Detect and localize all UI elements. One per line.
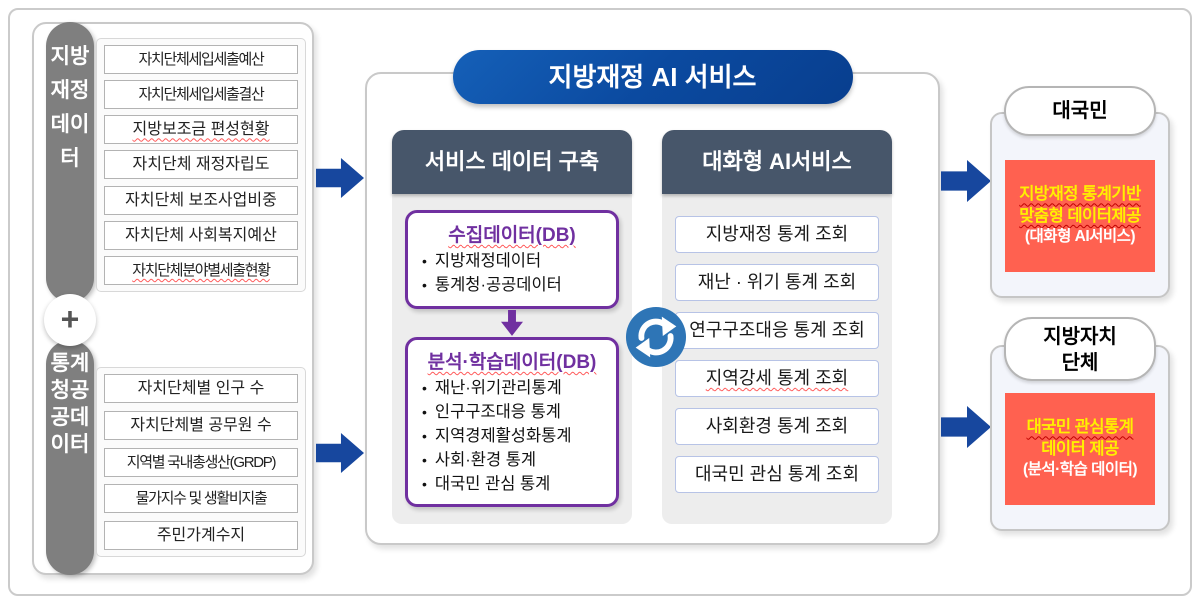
list-item: 자치단체분야별세출현황	[104, 255, 298, 285]
bullet-text: 지방재정데이터	[434, 252, 542, 270]
list-item: 지방보조금 편성현황	[104, 115, 298, 145]
local-gov-card: 지방자치 단체 대국민 관심통계 데이터 제공 (분석·학습 데이터)	[990, 317, 1170, 531]
pill-line: 지방자치	[1043, 326, 1117, 348]
highlight-line: (분석·학습 데이터)	[1022, 461, 1138, 479]
pill-line: 단체	[1061, 352, 1099, 374]
column-header-service-data: 서비스 데이터 구축	[392, 130, 632, 194]
ai-query-item: 지방재정 통계 조회	[675, 216, 879, 253]
bullet-item: 통계청·공공데이터	[416, 274, 608, 298]
data-sources-panel: 지방재정데이터 + 통계청공공데이터 자치단체세입세출예산 자치단체세입세출결산…	[32, 22, 314, 575]
bullet-item: 인구구조대응 통계	[416, 401, 608, 425]
analysis-data-box: 분석·학습데이터(DB) 재난·위기관리통계 인구구조대응 통계 지역경제활성화…	[405, 336, 619, 508]
bullet-text: 통계청·공공데이터	[434, 275, 562, 294]
public-highlight-box: 지방재정 통계기반 맞춤형 데이터제공 (대화형 AI서비스)	[1005, 160, 1155, 272]
public-data-list: 자치단체별 인구 수 자치단체별 공무원 수 지역별 국내총생산(GRDP) 물…	[96, 367, 306, 557]
list-item: 물가지수 및 생활비지출	[104, 484, 298, 514]
outer-frame	[8, 8, 1192, 596]
bullet-text: 사회·환경 통계	[434, 450, 537, 469]
page-title: 지방재정 AI 서비스	[452, 50, 853, 104]
bullet-item: 지방재정데이터	[416, 250, 608, 274]
ai-query-item: 재난 · 위기 통계 조회	[675, 264, 879, 301]
list-item: 자치단체별 인구 수	[104, 374, 298, 403]
collected-data-box: 수집데이터(DB) 지방재정데이터 통계청·공공데이터	[405, 210, 619, 309]
list-item: 자치단체 재정자립도	[104, 150, 298, 180]
ai-service-panel: 지방재정 AI 서비스 서비스 데이터 구축 수집데이터(DB) 지방재정데이터…	[365, 50, 940, 545]
bullet-text: 지역경제활성화통계	[434, 426, 572, 445]
bullet-item: 사회·환경 통계	[416, 449, 608, 473]
db-flow	[405, 309, 619, 337]
finance-data-list: 자치단체세입세출예산 자치단체세입세출결산 지방보조금 편성현황 자치단체 재정…	[96, 38, 306, 292]
sync-icon	[625, 306, 687, 368]
conversational-ai-body: 지방재정 통계 조회 재난 · 위기 통계 조회 연구구조대응 통계 조회 지역…	[662, 194, 892, 524]
list-item: 자치단체 보조사업비중	[104, 185, 298, 215]
bullet-text: 대국민 관심 통계	[434, 474, 551, 493]
bullet-item: 대국민 관심 통계	[416, 473, 608, 497]
list-item: 자치단체별 공무원 수	[104, 410, 298, 440]
service-data-body: 수집데이터(DB) 지방재정데이터 통계청·공공데이터 분석·학습데이터(DB)…	[392, 194, 632, 524]
list-item: 지역별 국내총생산(GRDP)	[104, 447, 298, 477]
ai-query-item: 연구구조대응 통계 조회	[675, 312, 879, 349]
list-item: 자치단체세입세출예산	[104, 45, 298, 74]
statistics-public-data-label: 통계청공공데이터	[46, 340, 94, 575]
highlight-line: (대화형 AI서비스)	[1024, 228, 1136, 246]
bullet-item: 지역경제활성화통계	[416, 425, 608, 449]
ai-query-item: 대국민 관심 통계 조회	[675, 456, 879, 493]
bullet-text: 인구구조대응 통계	[434, 402, 561, 421]
highlight-line: 맞춤형 데이터제공	[1019, 206, 1141, 225]
arrow-down-icon	[501, 309, 523, 336]
conversational-ai-column: 대화형 AI서비스 지방재정 통계 조회 재난 · 위기 통계 조회 연구구조대…	[662, 130, 892, 524]
bullet-text: 재난·위기관리통계	[434, 378, 562, 397]
highlight-line: 대국민 관심통계	[1026, 418, 1134, 437]
local-gov-pill: 지방자치 단체	[1004, 317, 1156, 381]
highlight-line: 지방재정 통계기반	[1019, 185, 1141, 204]
service-data-column: 서비스 데이터 구축 수집데이터(DB) 지방재정데이터 통계청·공공데이터 분…	[392, 130, 632, 524]
public-pill: 대국민	[1004, 86, 1156, 136]
local-finance-data-label: 지방재정데이터	[46, 22, 94, 302]
local-gov-highlight-box: 대국민 관심통계 데이터 제공 (분석·학습 데이터)	[1005, 393, 1155, 505]
ai-query-item: 지역강세 통계 조회	[675, 360, 879, 397]
list-item: 자치단체세입세출결산	[104, 80, 298, 110]
bullet-item: 재난·위기관리통계	[416, 377, 608, 401]
analysis-data-title: 분석·학습데이터(DB)	[427, 351, 597, 373]
public-card: 대국민 지방재정 통계기반 맞춤형 데이터제공 (대화형 AI서비스)	[990, 86, 1170, 298]
list-item: 주민가계수지	[104, 521, 298, 550]
list-item: 자치단체 사회복지예산	[104, 220, 298, 250]
highlight-line: 데이터 제공	[1041, 439, 1119, 458]
plus-icon: +	[44, 294, 96, 346]
ai-query-item: 사회환경 통계 조회	[675, 408, 879, 445]
collected-data-title: 수집데이터(DB)	[448, 225, 576, 246]
column-header-conversational-ai: 대화형 AI서비스	[662, 130, 892, 194]
